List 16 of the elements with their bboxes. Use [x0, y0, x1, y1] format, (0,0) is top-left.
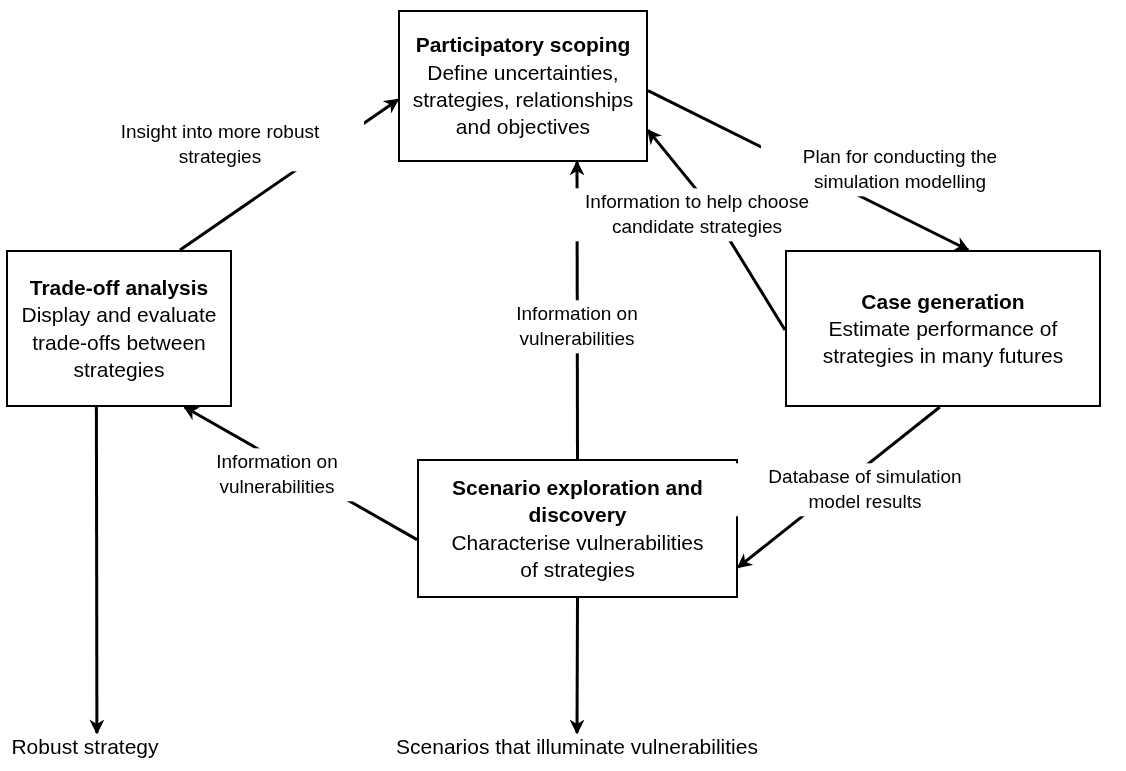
box-title: Trade-off analysis	[29, 274, 209, 301]
box-title: Scenario exploration and discovery	[451, 474, 704, 529]
box-description: Characterise vulnerabilities of strategies	[450, 529, 705, 583]
process-box	[6, 250, 232, 407]
box-title: Participatory scoping	[415, 32, 631, 59]
process-box	[398, 10, 648, 162]
box-description: Define uncertainties, strategies, relationships and objectives	[411, 59, 635, 141]
output-label: Scenarios that illuminate vulnerabilities	[396, 734, 758, 761]
arrow	[89, 407, 105, 735]
arrow	[569, 598, 585, 735]
box-description: Display and evaluate trade-offs between strategies	[20, 302, 218, 383]
process-box	[785, 250, 1101, 407]
box-title: Case generation	[861, 288, 1025, 315]
process-box	[417, 459, 738, 598]
output-label: Robust strategy	[11, 734, 159, 761]
box-description: Estimate performance of strategies in many futures	[821, 315, 1065, 370]
